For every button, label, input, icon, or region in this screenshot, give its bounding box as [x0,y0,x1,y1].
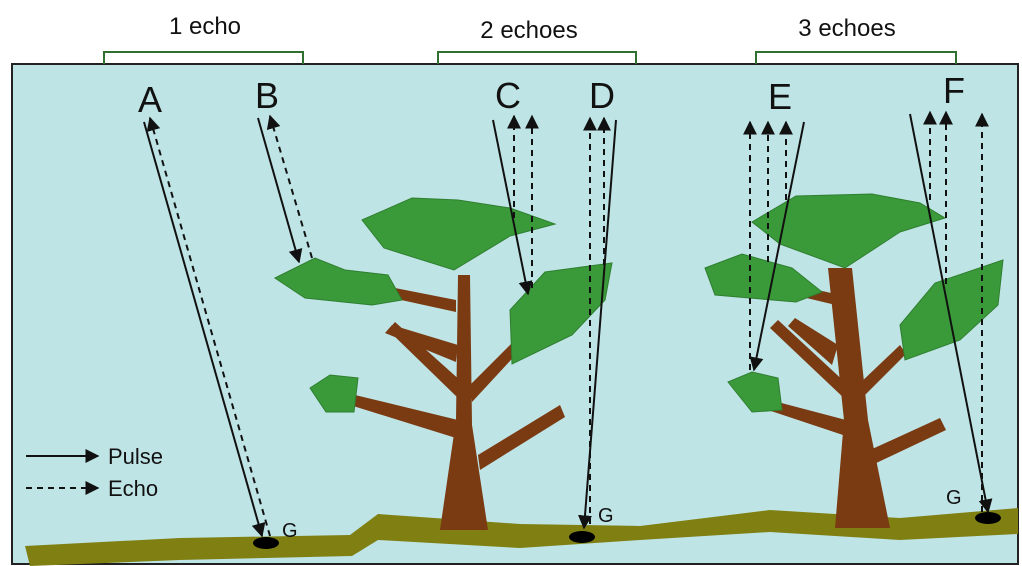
brace-1-echo [104,52,303,64]
group-label-3-echoes: 3 echoes [798,15,895,42]
ground-label-1: G [282,520,298,542]
ground-target-2 [569,531,595,543]
ground-target-1 [253,537,279,549]
beam-label-c: C [495,75,521,116]
group-label-2-echoes: 2 echoes [480,17,577,44]
legend-echo-label: Echo [108,476,158,501]
beam-label-d: D [589,75,615,116]
brace-3-echoes [756,52,956,64]
brace-2-echoes [438,52,636,64]
ground-label-2: G [598,505,614,527]
beam-label-a: A [138,79,162,120]
ground-label-3: G [946,487,962,509]
group-label-1-echo: 1 echo [169,13,241,40]
beam-label-b: B [255,75,279,116]
beam-label-e: E [768,76,792,117]
ground-target-3 [975,512,1001,524]
legend-pulse-label: Pulse [108,444,163,469]
beam-label-f: F [943,70,965,111]
